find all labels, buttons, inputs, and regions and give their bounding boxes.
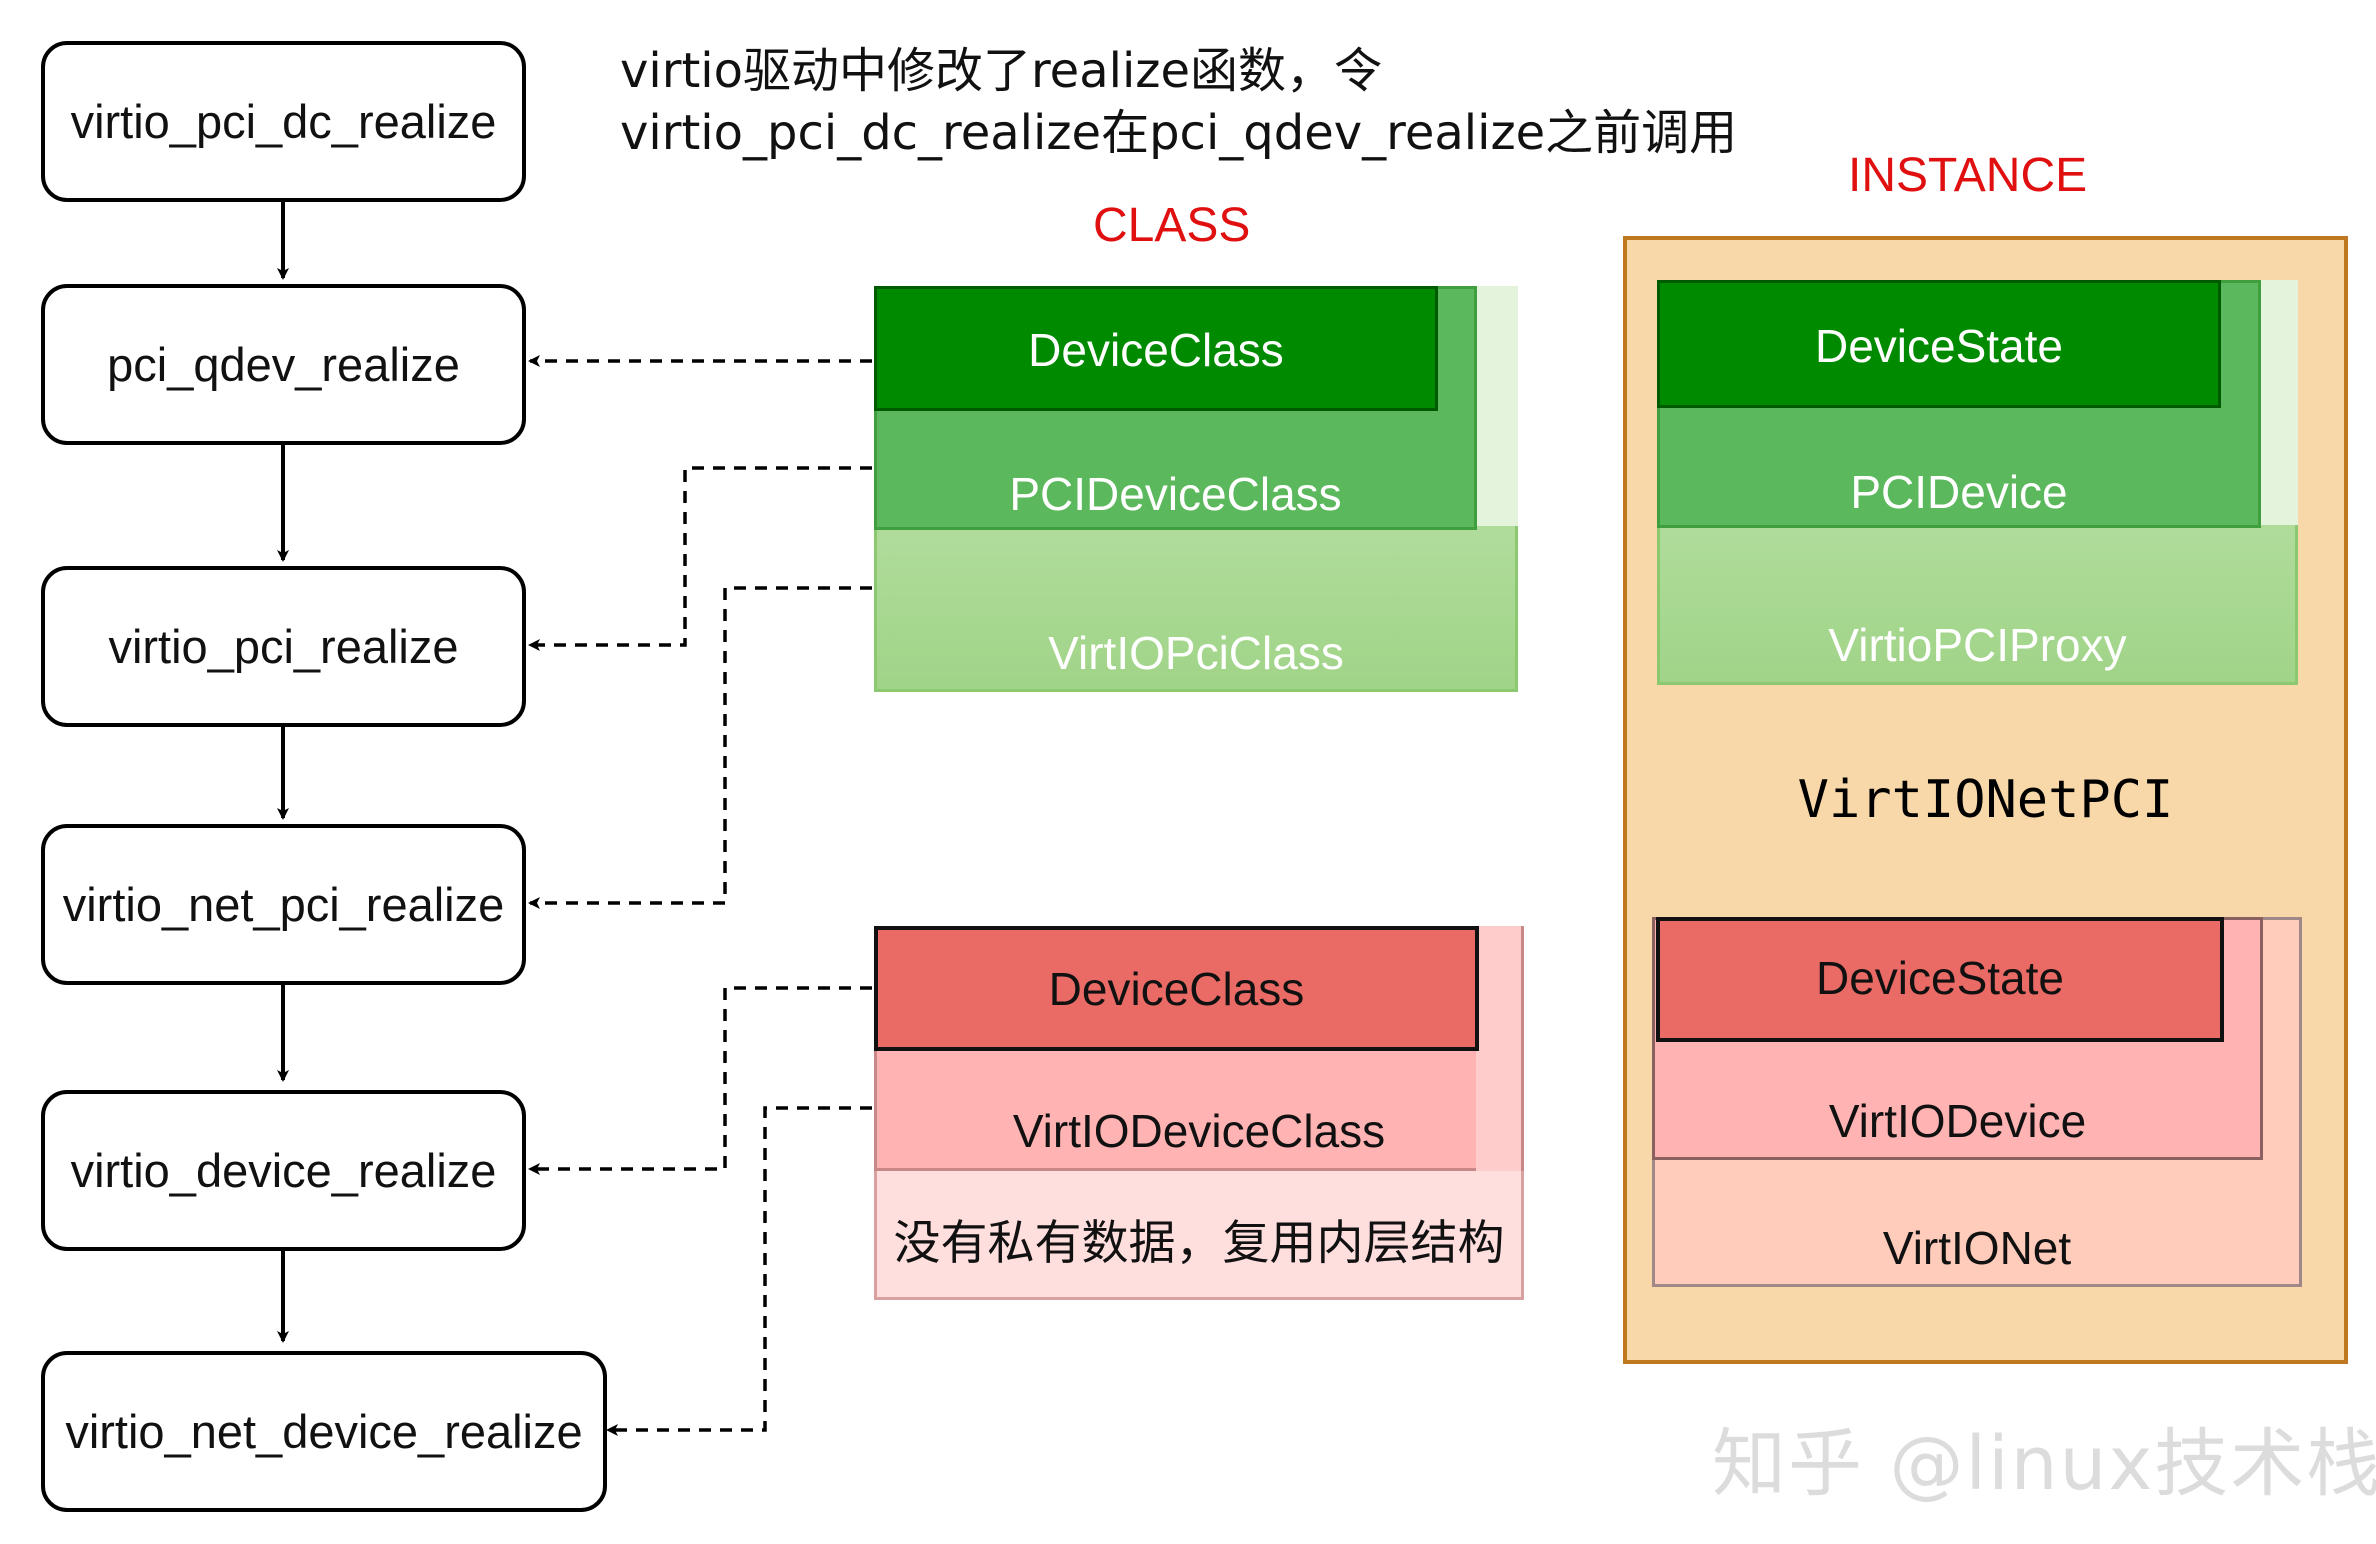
note-line-1: virtio驱动中修改了realize函数，令 [620,43,1383,99]
no-private-data-box: 没有私有数据，复用内层结构 [874,1168,1524,1300]
virtio-pci-proxy-label: VirtioPCIProxy [1828,619,2127,671]
virtio-device-label: VirtIODevice [1828,1095,2087,1147]
mapping-arrows [528,355,872,1436]
instance-title: INSTANCE [1848,149,2088,202]
pci-device-class-label: PCIDeviceClass [1009,468,1342,520]
device-state-green-box: DeviceState [1657,280,2221,408]
function-box-virtio-net-pci-realize: virtio_net_pci_realize [41,824,526,985]
pci-device-label: PCIDevice [1850,466,2068,518]
instance-name-label: VirtIONetPCI [1797,770,2174,830]
watermark: 知乎 @linux技术栈 [1712,1421,2376,1507]
dash-virtiodeviceclass-to-virtio-net-device [606,1106,872,1436]
device-state-red-label: DeviceState [1815,952,2064,1004]
function-box-virtio-net-device-realize: virtio_net_device_realize [41,1351,607,1512]
virtio-pci-class-label: VirtIOPciClass [1048,627,1344,679]
device-class-red-box: DeviceClass [874,926,1479,1051]
virtio-device-class-label: VirtIODeviceClass [1012,1105,1386,1157]
class-title: CLASS [1093,199,1251,252]
virtio-net-label: VirtIONet [1882,1222,2072,1274]
device-class-green-box: DeviceClass [874,286,1438,411]
device-state-green-label: DeviceState [1814,320,2063,372]
virtio-pci-proxy-highlight [2258,280,2298,525]
no-private-data-label: 没有私有数据，复用内层结构 [893,1216,1505,1271]
dash-pcideviceclass-to-virtio-pci [528,466,872,651]
virtio-device-class-highlight [1476,926,1524,1171]
dash-deviceclass-to-virtio-device [528,986,872,1175]
function-box-virtio-device-realize: virtio_device_realize [41,1090,526,1251]
device-class-green-label: DeviceClass [1028,324,1284,376]
function-box-virtio-pci-realize: virtio_pci_realize [41,566,526,727]
virtio-pci-class-highlight [1474,286,1518,526]
note-line-2: virtio_pci_dc_realize在pci_qdev_realize之前… [620,105,1738,161]
device-state-red-box: DeviceState [1656,917,2224,1042]
dash-virtiopciclass-to-virtio-net-pci [528,586,872,909]
function-box-virtio-pci-dc-realize: virtio_pci_dc_realize [41,41,526,202]
device-class-red-label: DeviceClass [1048,963,1305,1015]
function-box-pci-qdev-realize: pci_qdev_realize [41,284,526,445]
